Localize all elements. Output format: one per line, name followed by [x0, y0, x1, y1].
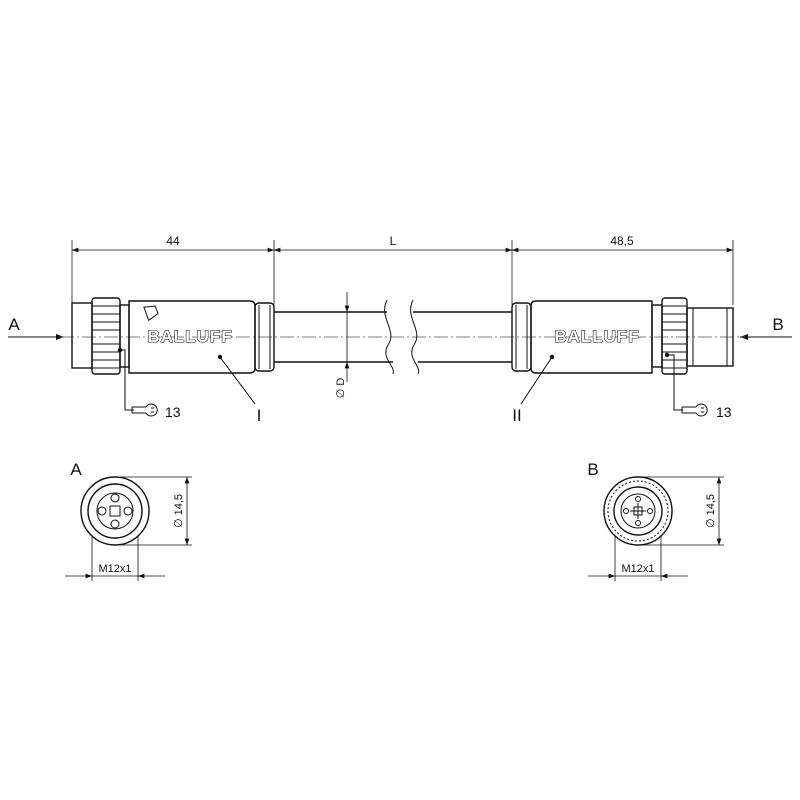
wrench-size-left: 13: [165, 404, 181, 420]
right-connector: BALLUFF II 13: [511, 297, 734, 425]
right-thread: [686, 307, 734, 367]
view-arrow-b: B: [740, 315, 792, 340]
left-nut-face: [71, 302, 93, 369]
left-leader: [219, 356, 256, 405]
view-b: B ∅ 14,5 M12x1: [587, 460, 724, 581]
right-wrench-leader: [667, 354, 683, 411]
view-arrow-a: A: [8, 315, 64, 340]
right-leader: [520, 356, 553, 405]
view-b-pin-3: [635, 520, 641, 526]
view-a-contact-2: [123, 506, 133, 516]
dimension-48-5: 48,5: [610, 234, 634, 248]
left-knurl-lines: [92, 305, 120, 369]
cable: ∅ D: [274, 292, 512, 398]
view-a-insert: [96, 492, 134, 530]
wrench-size-right: 13: [716, 404, 732, 420]
view-b-pin-4: [623, 508, 629, 514]
view-arrow-a-label: A: [8, 315, 20, 334]
view-b-pin-2: [647, 508, 653, 514]
marker-icon: [143, 305, 159, 322]
right-brand-logo: BALLUFF: [554, 327, 639, 346]
view-a-center-key: [109, 505, 121, 517]
view-b-inner: [613, 486, 663, 536]
right-ring: [651, 304, 663, 368]
view-b-diameter: ∅ 14,5: [705, 494, 717, 528]
left-connector: BALLUFF I 13: [71, 297, 275, 425]
left-strain-relief: [254, 302, 275, 372]
view-b-center-key: [633, 506, 643, 516]
view-a-contact-3: [110, 519, 120, 529]
view-b-title: B: [587, 460, 598, 479]
view-b-insert: [620, 493, 656, 529]
view-a: A ∅ 14,5 M12x1: [65, 460, 192, 581]
wrench-icon: [131, 403, 158, 417]
left-brand-logo: BALLUFF: [147, 327, 232, 346]
view-a-contact-4: [97, 506, 107, 516]
view-arrow-b-label: B: [772, 315, 783, 334]
view-a-inner: [87, 483, 143, 539]
connector-label-i: I: [257, 406, 262, 425]
right-body: [530, 300, 653, 374]
dimension-44: 44: [166, 234, 180, 248]
connector-label-ii: II: [512, 406, 521, 425]
cable-break-line-right: [410, 299, 420, 375]
view-a-thread: M12x1: [98, 563, 131, 575]
left-wrench-leader: [120, 349, 134, 411]
view-a-outer: [80, 476, 150, 546]
view-b-pin-1: [635, 496, 641, 502]
view-b-knurl: [607, 480, 669, 542]
view-a-contact-1: [110, 493, 120, 503]
cable-break-line-left: [384, 299, 394, 375]
view-b-thread: M12x1: [621, 563, 654, 575]
dimension-l: L: [390, 234, 397, 248]
wrench-icon: [681, 403, 708, 417]
left-knurled-nut: [91, 297, 121, 375]
top-dimensions: 44 L 48,5: [71, 234, 734, 305]
cable-diameter-label: ∅ D: [335, 378, 347, 399]
view-a-title: A: [70, 460, 82, 479]
view-a-diameter: ∅ 14,5: [173, 494, 185, 528]
